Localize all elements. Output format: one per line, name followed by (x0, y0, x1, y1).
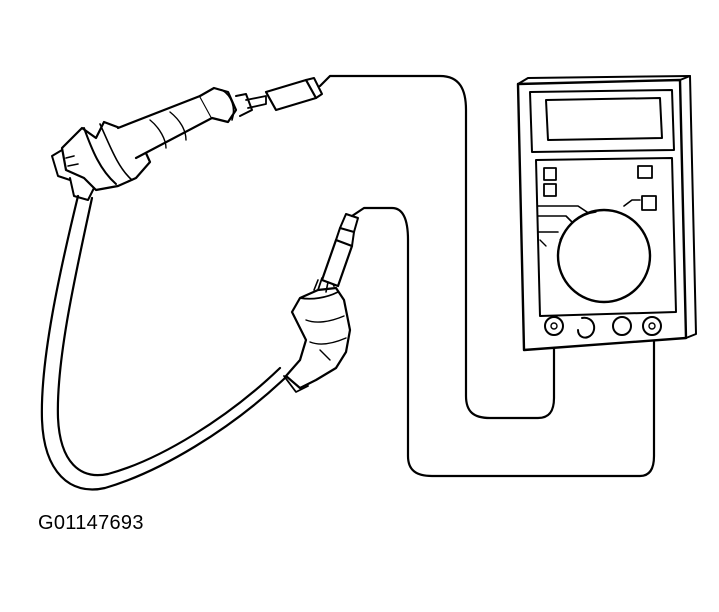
meter-button (637, 165, 653, 179)
lead-wire-left (318, 74, 556, 420)
meter-panel (535, 157, 677, 317)
meter-button (543, 167, 557, 181)
plug-boot (283, 275, 352, 393)
lead-wires (318, 74, 656, 478)
digital-multimeter-icon (516, 75, 697, 352)
wire-inner-edge (56, 196, 282, 477)
meter-dial (556, 208, 652, 304)
meter-button (641, 195, 657, 211)
meter-jack (577, 316, 596, 339)
meter-display-window (545, 97, 663, 141)
meter-jacks (544, 316, 662, 339)
lead-wire-right (350, 206, 656, 478)
meter-button (543, 183, 557, 197)
spark-plug-wire-icon (40, 86, 352, 491)
meter-jack (612, 316, 632, 336)
coil-boot (51, 86, 267, 201)
meter-jack (642, 316, 662, 336)
top-probe (264, 77, 323, 112)
meter-display-frame (529, 89, 675, 153)
test-lead-icon (264, 77, 359, 293)
figure-code: G01147693 (38, 512, 144, 534)
wire-outer-edge (40, 194, 287, 491)
center-probe (313, 213, 359, 293)
meter-jack (544, 316, 564, 336)
